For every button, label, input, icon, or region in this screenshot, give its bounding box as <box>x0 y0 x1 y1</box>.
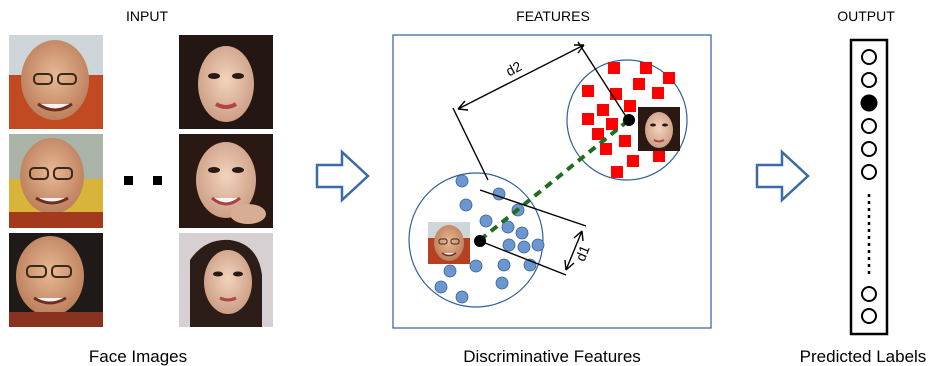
output-node <box>861 118 877 134</box>
output-node-active <box>860 94 878 112</box>
output-node <box>861 164 877 180</box>
feature-point-b <box>606 118 618 130</box>
feature-point-a <box>495 276 509 290</box>
feature-point-a <box>455 290 469 304</box>
feature-point-b <box>627 155 639 167</box>
output-heading: OUTPUT <box>837 8 895 24</box>
feature-point-b <box>600 143 612 155</box>
d1-dimension <box>479 189 587 276</box>
feature-point-b <box>653 150 665 162</box>
feature-point-b <box>633 78 645 90</box>
feature-point-a <box>497 258 511 272</box>
feature-point-b <box>608 62 620 74</box>
output-label-vector <box>849 38 889 336</box>
feature-point-a <box>502 238 516 252</box>
feature-point-a <box>479 214 493 228</box>
feature-point-a <box>455 174 469 188</box>
cluster-b-thumbnail <box>638 107 680 151</box>
feature-point-a <box>515 226 529 240</box>
face-photo-person-a-1 <box>9 35 103 129</box>
cluster-b-boundary <box>566 59 688 181</box>
feature-point-a <box>501 220 515 234</box>
output-node <box>861 308 877 324</box>
feature-point-b <box>663 72 675 84</box>
face-photo-person-a-3 <box>9 233 103 327</box>
right-arrow-icon <box>315 149 370 203</box>
right-arrow-icon <box>755 149 810 203</box>
features-heading: FEATURES <box>516 8 590 24</box>
d2-label: d2 <box>503 58 524 80</box>
output-caption: Predicted Labels <box>800 347 927 366</box>
output-node <box>861 286 877 302</box>
face-photo-person-b-2 <box>179 134 273 228</box>
feature-point-b <box>582 85 594 97</box>
cluster-a-boundary <box>408 172 544 308</box>
feature-point-b <box>640 62 652 74</box>
d1-label: d1 <box>572 243 593 264</box>
feature-point-a <box>459 198 473 212</box>
output-node <box>861 141 877 157</box>
feature-point-a <box>443 264 457 278</box>
output-node <box>861 72 877 88</box>
d2-dimension <box>452 41 628 181</box>
feature-space-box <box>392 34 712 329</box>
feature-point-b <box>624 100 636 112</box>
face-photo-person-b-3 <box>179 233 273 327</box>
ellipsis-squares-icon <box>124 176 162 185</box>
feature-point-a <box>469 259 483 273</box>
face-photo-person-a-2 <box>9 134 103 228</box>
input-heading: INPUT <box>126 8 168 24</box>
feature-point-a <box>434 280 448 294</box>
output-node <box>861 49 877 65</box>
output-nodes <box>860 49 878 324</box>
feature-point-b <box>652 87 664 99</box>
face-photo-person-b-1 <box>179 35 273 129</box>
feature-point-a <box>531 238 545 252</box>
input-caption: Face Images <box>89 347 187 366</box>
feature-point-b <box>592 128 604 140</box>
feature-point-b <box>619 135 631 147</box>
feature-point-a <box>517 240 531 254</box>
feature-point-b <box>611 166 623 178</box>
center-link-dashed <box>478 118 631 242</box>
cluster-a-thumbnail <box>428 222 470 264</box>
feature-point-b <box>597 104 609 116</box>
feature-point-b <box>582 113 594 125</box>
features-caption: Discriminative Features <box>463 347 641 366</box>
